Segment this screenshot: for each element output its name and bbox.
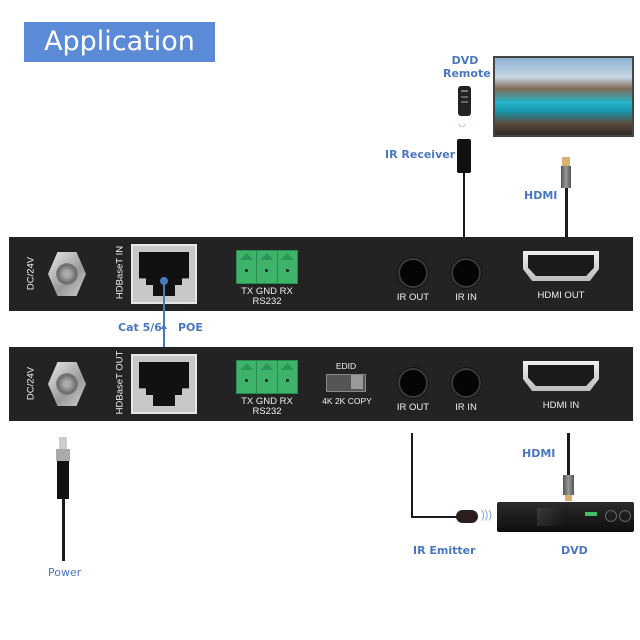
transmitter-hdmi-in-label: HDMI IN xyxy=(542,400,580,411)
transmitter-ir-in-jack[interactable] xyxy=(451,368,481,398)
ir-emitter-icon xyxy=(456,510,478,523)
ir-receiver-icon xyxy=(457,139,471,173)
edid-label: EDID xyxy=(335,361,357,371)
receiver-hdbaset-label: HDBaseT IN xyxy=(114,245,126,300)
transmitter-ir-out-jack[interactable] xyxy=(398,368,428,398)
transmitter-hdbaset-label: HDBaseT OUT xyxy=(114,350,126,415)
receiver-cat-dot xyxy=(160,277,168,285)
edid-options-label: 4K 2K COPY xyxy=(322,396,372,406)
ir-emitter-cable-vertical xyxy=(411,433,413,518)
dvd-remote-label-line2: Remote xyxy=(443,67,491,80)
hdmi-cable-icon xyxy=(565,495,572,501)
receiver-panel: DC/24V HDBaseT IN TX GND RX RS232 IR OUT… xyxy=(9,237,633,311)
hdmi-top-label: HDMI xyxy=(524,189,558,202)
poe-label: POE xyxy=(178,321,203,334)
ir-signal-icon: ))) xyxy=(481,509,492,521)
receiver-ir-in-jack[interactable] xyxy=(451,258,481,288)
power-label: Power xyxy=(48,566,82,579)
transmitter-dc-label: DC/24V xyxy=(25,366,37,401)
television-icon xyxy=(493,56,634,137)
transmitter-dc-port[interactable] xyxy=(48,362,86,406)
transmitter-panel: DC/24V HDBaseT OUT TX GND RX RS232 EDID … xyxy=(9,347,633,421)
transmitter-rs232-terminal[interactable] xyxy=(236,360,298,394)
page-title: Application xyxy=(24,22,215,62)
transmitter-ir-in-label: IR IN xyxy=(455,402,477,413)
hdmi-bottom-label: HDMI xyxy=(522,447,556,460)
transmitter-rs232-label: RS232 xyxy=(252,406,282,417)
power-plug-nut xyxy=(56,449,70,461)
ir-receiver-cable xyxy=(463,173,465,237)
transmitter-hdbaset-port[interactable] xyxy=(131,354,197,414)
receiver-hdmi-out-port[interactable] xyxy=(523,251,599,281)
transmitter-hdmi-in-port[interactable] xyxy=(523,361,599,391)
cat-cable-line xyxy=(163,277,165,380)
receiver-rs232-terminal[interactable] xyxy=(236,250,298,284)
receiver-rs232-label: RS232 xyxy=(252,296,282,307)
receiver-rs232-pins-label: TX GND RX xyxy=(241,286,293,297)
power-cable xyxy=(62,499,65,561)
dvd-label: DVD xyxy=(561,544,588,557)
arrow-up-icon: ▲ xyxy=(159,321,169,332)
edid-switch[interactable] xyxy=(326,374,366,392)
transmitter-ir-out-label: IR OUT xyxy=(396,402,430,413)
hdmi-connector-housing xyxy=(561,166,571,188)
transmitter-rs232-pins-label: TX GND RX xyxy=(241,396,293,407)
dvd-remote-label-line1: DVD xyxy=(451,54,479,67)
ir-signal-icon: ◡ xyxy=(458,118,466,128)
receiver-dc-label: DC/24V xyxy=(25,256,37,291)
hdmi-bottom-cable xyxy=(567,433,570,477)
hdmi-top-cable xyxy=(565,188,568,237)
receiver-ir-out-label: IR OUT xyxy=(396,292,430,303)
receiver-ir-out-jack[interactable] xyxy=(398,258,428,288)
receiver-dc-port[interactable] xyxy=(48,252,86,296)
cat-cable-label: Cat 5/6 xyxy=(118,321,162,334)
ir-receiver-label: IR Receiver xyxy=(385,148,456,161)
hdmi-cable-icon xyxy=(562,157,570,166)
power-plug-body xyxy=(57,461,69,499)
ir-emitter-label: IR Emitter xyxy=(413,544,476,557)
power-plug-icon xyxy=(59,437,67,449)
dvd-remote-label: DVD Remote xyxy=(443,54,491,80)
remote-control-icon xyxy=(458,86,471,116)
dvd-player-icon xyxy=(497,502,634,532)
receiver-hdmi-out-label: HDMI OUT xyxy=(537,290,585,301)
hdmi-bottom-connector xyxy=(563,475,574,495)
ir-emitter-cable-horizontal xyxy=(411,516,457,518)
receiver-ir-in-label: IR IN xyxy=(455,292,477,303)
